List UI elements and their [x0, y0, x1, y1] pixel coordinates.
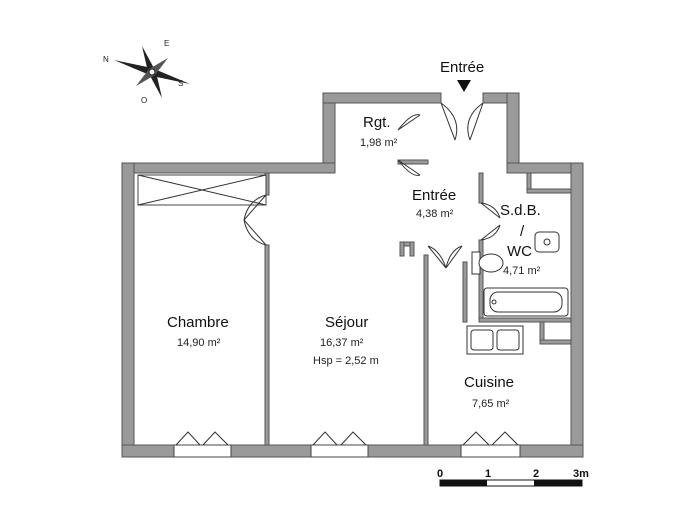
window-chambre — [173, 431, 232, 458]
scale-label-1: 1 — [485, 468, 491, 480]
room-sdb-name-2: / — [520, 223, 525, 240]
room-rgt-area: 1,98 m² — [360, 137, 398, 149]
wardrobe — [137, 174, 267, 206]
compass-s: S — [178, 79, 183, 88]
scale-label-3: 3m — [573, 468, 589, 480]
room-cuisine-name: Cuisine — [464, 374, 514, 391]
compass-e: E — [164, 39, 169, 48]
bathroom-fixtures — [471, 231, 569, 317]
entrance-label: Entrée — [440, 59, 484, 76]
scale-label-2: 2 — [533, 468, 539, 480]
scale-label-0: 0 — [437, 468, 443, 480]
room-entree-area: 4,38 m² — [416, 208, 454, 220]
room-sdb-name-3: WC — [507, 243, 532, 260]
walls — [121, 92, 584, 458]
compass-n: N — [103, 55, 109, 64]
room-sdb-name-1: S.d.B. — [500, 202, 541, 219]
room-chambre-name: Chambre — [167, 314, 229, 331]
window-cuisine — [460, 431, 521, 458]
compass-o: O — [141, 96, 147, 105]
window-sejour — [310, 431, 369, 458]
room-chambre-area: 14,90 m² — [177, 337, 221, 349]
room-sdb-area: 4,71 m² — [503, 265, 541, 277]
room-sejour-hsp: Hsp = 2,52 m — [313, 355, 379, 367]
room-sejour-name: Séjour — [325, 314, 368, 331]
scale-bar: 0 1 2 3m — [437, 468, 589, 487]
room-cuisine-area: 7,65 m² — [472, 398, 510, 410]
entrance-arrow-icon — [457, 80, 471, 92]
room-entree-name: Entrée — [412, 187, 456, 204]
room-sejour-area: 16,37 m² — [320, 337, 364, 349]
kitchen-sink — [466, 325, 524, 355]
doors — [243, 102, 501, 269]
compass-icon: N E S O — [103, 39, 190, 105]
room-rgt-name: Rgt. — [363, 114, 391, 131]
